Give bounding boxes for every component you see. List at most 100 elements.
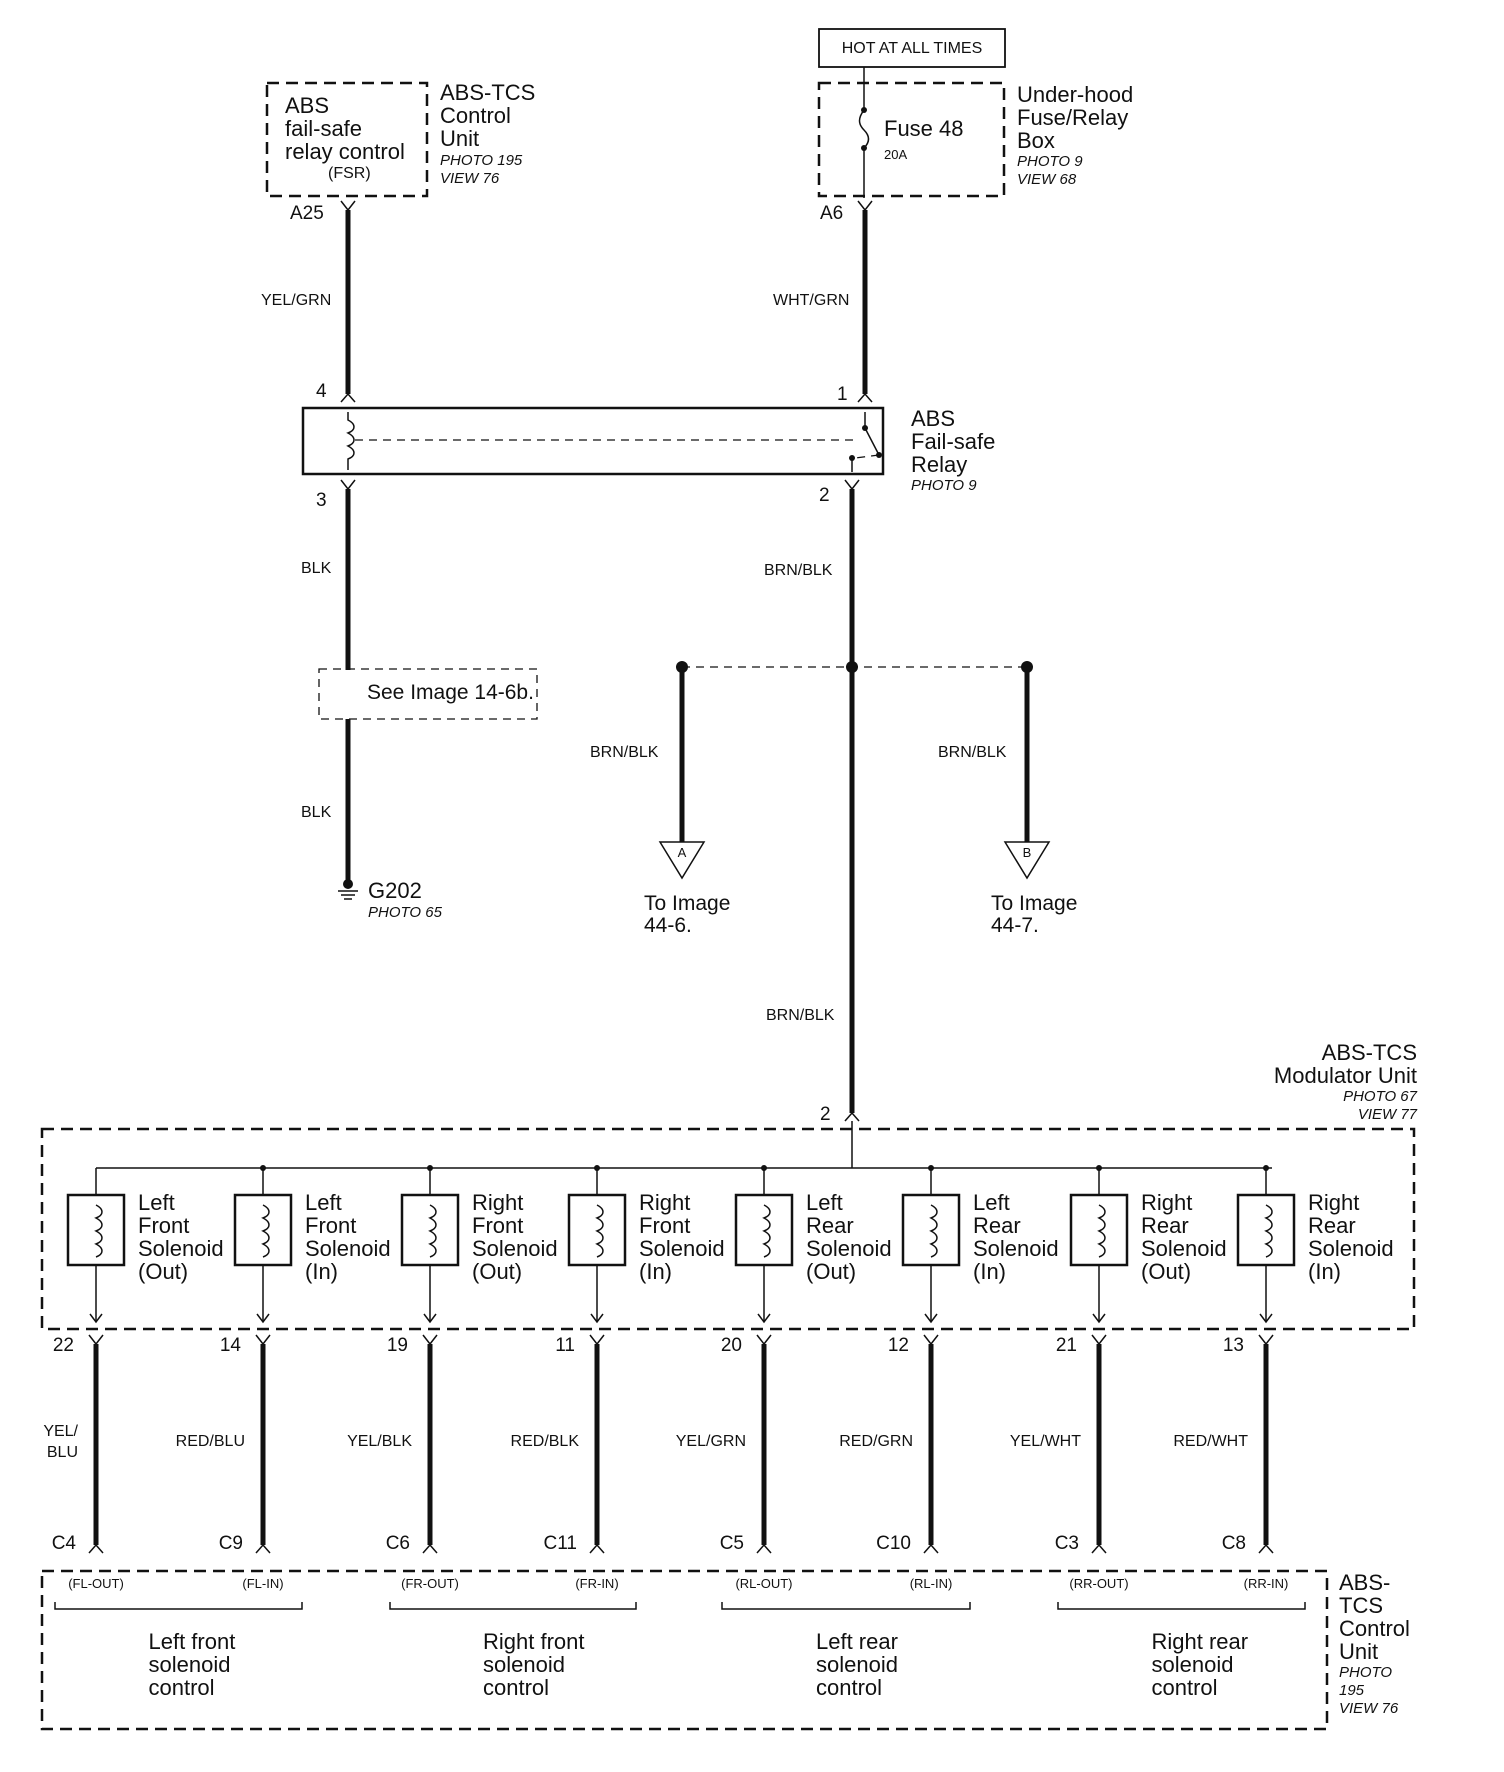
control-unit-pin-tag: (RL-OUT) (735, 1576, 792, 1591)
to-image-a-1: To Image (644, 892, 730, 915)
relay-coil-icon (346, 412, 355, 470)
solenoid-wire-color-label: RED/WHT (1173, 1433, 1248, 1450)
to-image-a-2: 44-6. (644, 914, 692, 937)
control-pin-arrow (422, 1543, 438, 1554)
control-unit-photo-num: 195 (1339, 1682, 1365, 1699)
fuse-box-label-2: Fuse/Relay (1017, 105, 1128, 130)
solenoid-wire-color-label: YEL/GRN (676, 1433, 746, 1450)
solenoid-coil-icon (94, 1204, 103, 1258)
group-label-line: Right rear (1152, 1629, 1249, 1654)
wire-label-wht-grn: WHT/GRN (773, 292, 849, 309)
solenoid-label-line: Front (639, 1213, 690, 1238)
modulator-output-pin: 13 (1223, 1335, 1244, 1356)
ground-photo: PHOTO 65 (368, 904, 443, 921)
control-unit-pin: C4 (52, 1533, 77, 1554)
solenoid-output-arrow (590, 1313, 604, 1324)
control-unit-view: VIEW 76 (1339, 1700, 1399, 1717)
solenoid-box (734, 1193, 794, 1267)
group-label-line: Left front (149, 1629, 236, 1654)
fsr-line-4: (FSR) (328, 165, 371, 182)
solenoid-output-arrow (1092, 1313, 1106, 1324)
solenoid-label-line: Solenoid (639, 1236, 725, 1261)
solenoid-label-line: (Out) (472, 1259, 522, 1284)
fuse-box-view: VIEW 68 (1017, 171, 1077, 188)
solenoid-label-line: Right (1308, 1190, 1359, 1215)
modulator-output-pin: 19 (387, 1335, 408, 1356)
control-unit-name-1: ABS- (1339, 1570, 1390, 1595)
relay-name-3: Relay (911, 452, 967, 477)
connector-a25-fork (340, 200, 356, 212)
see-image-box (318, 668, 538, 720)
control-unit-pin-tag: (RR-OUT) (1069, 1576, 1128, 1591)
solenoid-label-line: (Out) (806, 1259, 856, 1284)
solenoid-label-line: Solenoid (806, 1236, 892, 1261)
modulator-output-pin: 21 (1056, 1335, 1077, 1356)
solenoid-output-arrow (256, 1313, 270, 1324)
modulator-name-2: Modulator Unit (1274, 1063, 1417, 1088)
connector-a-letter: A (678, 845, 687, 860)
fuse-box-photo: PHOTO 9 (1017, 153, 1083, 170)
solenoid-coil-icon (1264, 1204, 1273, 1258)
solenoid-box (567, 1193, 627, 1267)
group-label-line: solenoid (1152, 1652, 1234, 1677)
wire-label-blk-lower: BLK (301, 804, 332, 821)
solenoid-label-line: Right (639, 1190, 690, 1215)
fuse-relay-box (817, 81, 1006, 198)
solenoid-label-line: (In) (639, 1259, 672, 1284)
solenoid-box (1236, 1193, 1296, 1267)
wire-label-blk-upper: BLK (301, 560, 332, 577)
modulator-output-pin: 20 (721, 1335, 742, 1356)
solenoid-wire-color-label: YEL/BLK (347, 1433, 412, 1450)
solenoid-bus-node (1263, 1165, 1269, 1171)
solenoid-output-arrow (757, 1313, 771, 1324)
control-pin-arrow (756, 1543, 772, 1554)
splice-main-node (846, 661, 858, 673)
modulator-pin-2: 2 (820, 1104, 831, 1125)
modulator-output-pin: 22 (53, 1335, 74, 1356)
group-bracket (54, 1602, 303, 1610)
solenoid-wire-color-label: YEL/ (43, 1423, 78, 1440)
relay-pin-2: 2 (819, 485, 830, 506)
output-pin-fork (1091, 1334, 1107, 1346)
modulator-photo: PHOTO 67 (1343, 1088, 1418, 1105)
to-image-b-2: 44-7. (991, 914, 1039, 937)
solenoid-label-line: Solenoid (305, 1236, 391, 1261)
group-bracket (389, 1602, 637, 1610)
solenoid-label-line: Left (305, 1190, 342, 1215)
group-label-line: solenoid (149, 1652, 231, 1677)
solenoid-box (1069, 1193, 1129, 1267)
fsr-line-3: relay control (285, 139, 405, 164)
solenoid-label-line: Solenoid (1308, 1236, 1394, 1261)
solenoid-box (901, 1193, 961, 1267)
group-bracket (1057, 1602, 1306, 1610)
solenoid-bus-node (260, 1165, 266, 1171)
group-bracket (721, 1602, 971, 1610)
solenoid-coil-icon (929, 1204, 938, 1258)
control-unit-name-4: Unit (1339, 1639, 1378, 1664)
ground-g202-label: G202 (368, 878, 422, 903)
control-unit-name-2: TCS (1339, 1593, 1383, 1618)
solenoid-wire-color-label: RED/BLK (511, 1433, 580, 1450)
solenoid-group: LeftFrontSolenoid(Out)22YEL/BLUC4(FL-OUT… (43, 1165, 1394, 1591)
solenoid-label-line: Solenoid (138, 1236, 224, 1261)
control-unit-pin-tag: (FL-IN) (242, 1576, 283, 1591)
fuse-48-label: Fuse 48 (884, 116, 964, 141)
solenoid-bus-node (594, 1165, 600, 1171)
control-unit-pin: C11 (544, 1533, 577, 1554)
solenoid-bus-node (427, 1165, 433, 1171)
control-pin-arrow (1091, 1543, 1107, 1554)
solenoid-output-arrow (1259, 1313, 1273, 1324)
see-image-label: See Image 14-6b. (367, 681, 534, 704)
control-pin-arrow (255, 1543, 271, 1554)
solenoid-label-line: Left (973, 1190, 1010, 1215)
group-label-line: control (816, 1675, 882, 1700)
control-pin-arrow (88, 1543, 104, 1554)
output-pin-fork (589, 1334, 605, 1346)
group-label-line: control (149, 1675, 215, 1700)
solenoid-label-line: Rear (806, 1213, 854, 1238)
relay-switch-arm (864, 427, 880, 456)
abs-tcs-control-unit-label-1: ABS-TCS (440, 80, 535, 105)
fsr-line-2: fail-safe (285, 116, 362, 141)
